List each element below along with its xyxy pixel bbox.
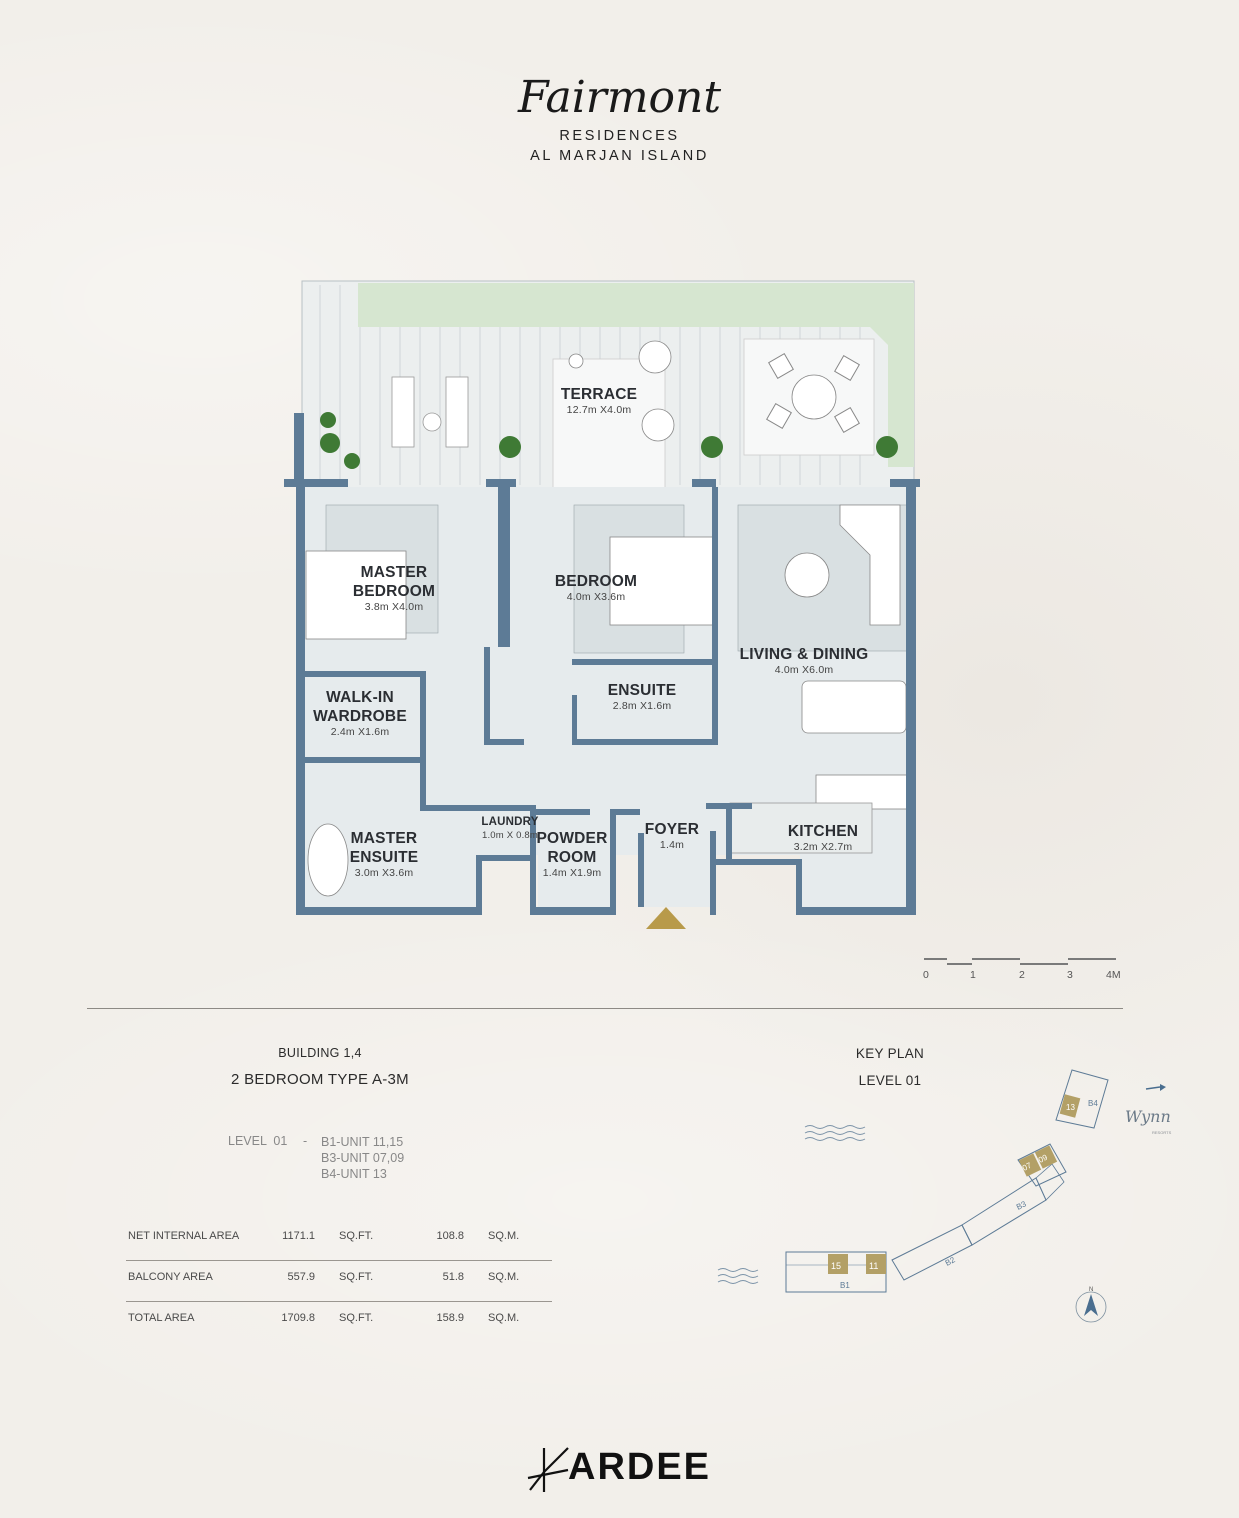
kardee-star-icon (527, 1447, 569, 1492)
area-sqm-unit: SQ.M. (488, 1230, 520, 1242)
table-row: NET INTERNAL AREA 1171.1 SQ.FT. 108.8 SQ… (126, 1220, 552, 1261)
room-label-ensuite: ENSUITE 2.8m X1.6m (607, 682, 677, 712)
area-table: NET INTERNAL AREA 1171.1 SQ.FT. 108.8 SQ… (126, 1220, 552, 1342)
area-label: NET INTERNAL AREA (128, 1230, 240, 1242)
unit-list-item: B4-UNIT 13 (321, 1167, 387, 1181)
floor-plan-drawing (284, 280, 920, 929)
area-sqft-unit: SQ.FT. (339, 1230, 374, 1242)
room-label-foyer: FOYER 1.4m (644, 821, 700, 851)
unit-09: 09 (1037, 1153, 1049, 1165)
area-sqft: 1171.1 (282, 1230, 315, 1242)
key-plan-title: KEY PLAN (855, 1046, 925, 1061)
unit-07: 07 (1021, 1161, 1033, 1173)
table-row: TOTAL AREA 1709.8 SQ.FT. 158.9 SQ.M. (126, 1302, 552, 1342)
area-label: TOTAL AREA (128, 1312, 195, 1324)
scale-bar: 0 1 2 3 4M (920, 955, 1130, 985)
area-sqm: 108.8 (436, 1230, 464, 1242)
room-label-laundry: LAUNDRY 1.0m X 0.8m (481, 816, 539, 841)
footer-brand: ARDEE (568, 1446, 712, 1488)
room-label-master-bedroom: MASTER BEDROOM 3.8m X4.0m (352, 564, 436, 613)
room-label-living-dining: LIVING & DINING 4.0m X6.0m (739, 646, 869, 676)
unit-type-title: 2 BEDROOM TYPE A-3M (231, 1071, 409, 1088)
level-dash: - (303, 1134, 308, 1148)
table-row: BALCONY AREA 557.9 SQ.FT. 51.8 SQ.M. (126, 1261, 552, 1302)
area-sqm: 158.9 (436, 1312, 464, 1324)
scale-tick-2: 2 (1019, 969, 1025, 981)
svg-text:B3: B3 (1015, 1199, 1028, 1212)
svg-text:B1: B1 (840, 1281, 850, 1290)
brand-line-residences: RESIDENCES (559, 128, 680, 144)
area-sqm-unit: SQ.M. (488, 1312, 520, 1324)
brand-line-location: AL MARJAN ISLAND (530, 148, 709, 164)
unit-list-item: B3-UNIT 07,09 (321, 1151, 405, 1165)
building-label: BUILDING 1,4 (278, 1046, 362, 1060)
svg-text:RESORTS: RESORTS (1152, 1130, 1172, 1135)
scale-tick-0: 0 (923, 969, 929, 981)
north-label: N (1089, 1287, 1093, 1293)
entrance-marker (646, 907, 686, 929)
area-sqft: 557.9 (287, 1271, 315, 1283)
fairmont-logo: Fairmont RESIDENCES AL MARJAN ISLAND (0, 70, 1239, 166)
room-label-walk-in-wardrobe: WALK-IN WARDROBE 2.4m X1.6m (313, 689, 407, 738)
scale-tick-3: 3 (1067, 969, 1073, 981)
scale-tick-1: 1 (970, 969, 976, 981)
unit-15: 15 (831, 1261, 841, 1271)
scale-tick-4m: 4M (1106, 969, 1121, 981)
key-plan-level: LEVEL 01 (858, 1073, 922, 1088)
unit-11: 11 (869, 1261, 878, 1271)
unit-list-item: B1-UNIT 11,15 (321, 1135, 404, 1149)
level-label: LEVEL 01 (228, 1134, 288, 1148)
area-sqft-unit: SQ.FT. (339, 1312, 374, 1324)
svg-text:B2: B2 (944, 1255, 957, 1268)
room-label-master-ensuite: MASTER ENSUITE 3.0m X3.6m (349, 830, 419, 879)
area-sqft: 1709.8 (281, 1312, 315, 1324)
kardee-logo: ARDEE (520, 1440, 720, 1500)
unit-list: B1-UNIT 11,15 B3-UNIT 07,09 B4-UNIT 13 (321, 1134, 404, 1182)
wynn-logo: Wynn (1125, 1107, 1171, 1126)
room-label-bedroom: BEDROOM 4.0m X3.6m (554, 573, 638, 603)
key-plan-drawing: 15 11 B1 B2 07 09 B3 13 B4 Wynn RESORTS … (717, 1069, 1172, 1323)
area-sqm: 51.8 (442, 1271, 464, 1283)
brand-script: Fairmont (517, 72, 722, 123)
room-label-kitchen: KITCHEN 3.2m X2.7m (787, 823, 859, 853)
room-label-powder-room: POWDER ROOM 1.4m X1.9m (536, 830, 608, 879)
unit-13: 13 (1066, 1103, 1075, 1112)
area-label: BALCONY AREA (128, 1271, 213, 1283)
area-sqft-unit: SQ.FT. (339, 1271, 374, 1283)
area-sqm-unit: SQ.M. (488, 1271, 520, 1283)
room-label-terrace: TERRACE 12.7m X4.0m (560, 386, 638, 416)
key-plan-map: 15 11 B1 B2 07 09 B3 13 B4 Wynn RESORTS … (700, 1060, 1200, 1340)
svg-text:B4: B4 (1088, 1099, 1098, 1108)
section-divider (87, 1008, 1123, 1009)
floor-plan: TERRACE 12.7m X4.0m MASTER BEDROOM 3.8m … (280, 255, 930, 935)
